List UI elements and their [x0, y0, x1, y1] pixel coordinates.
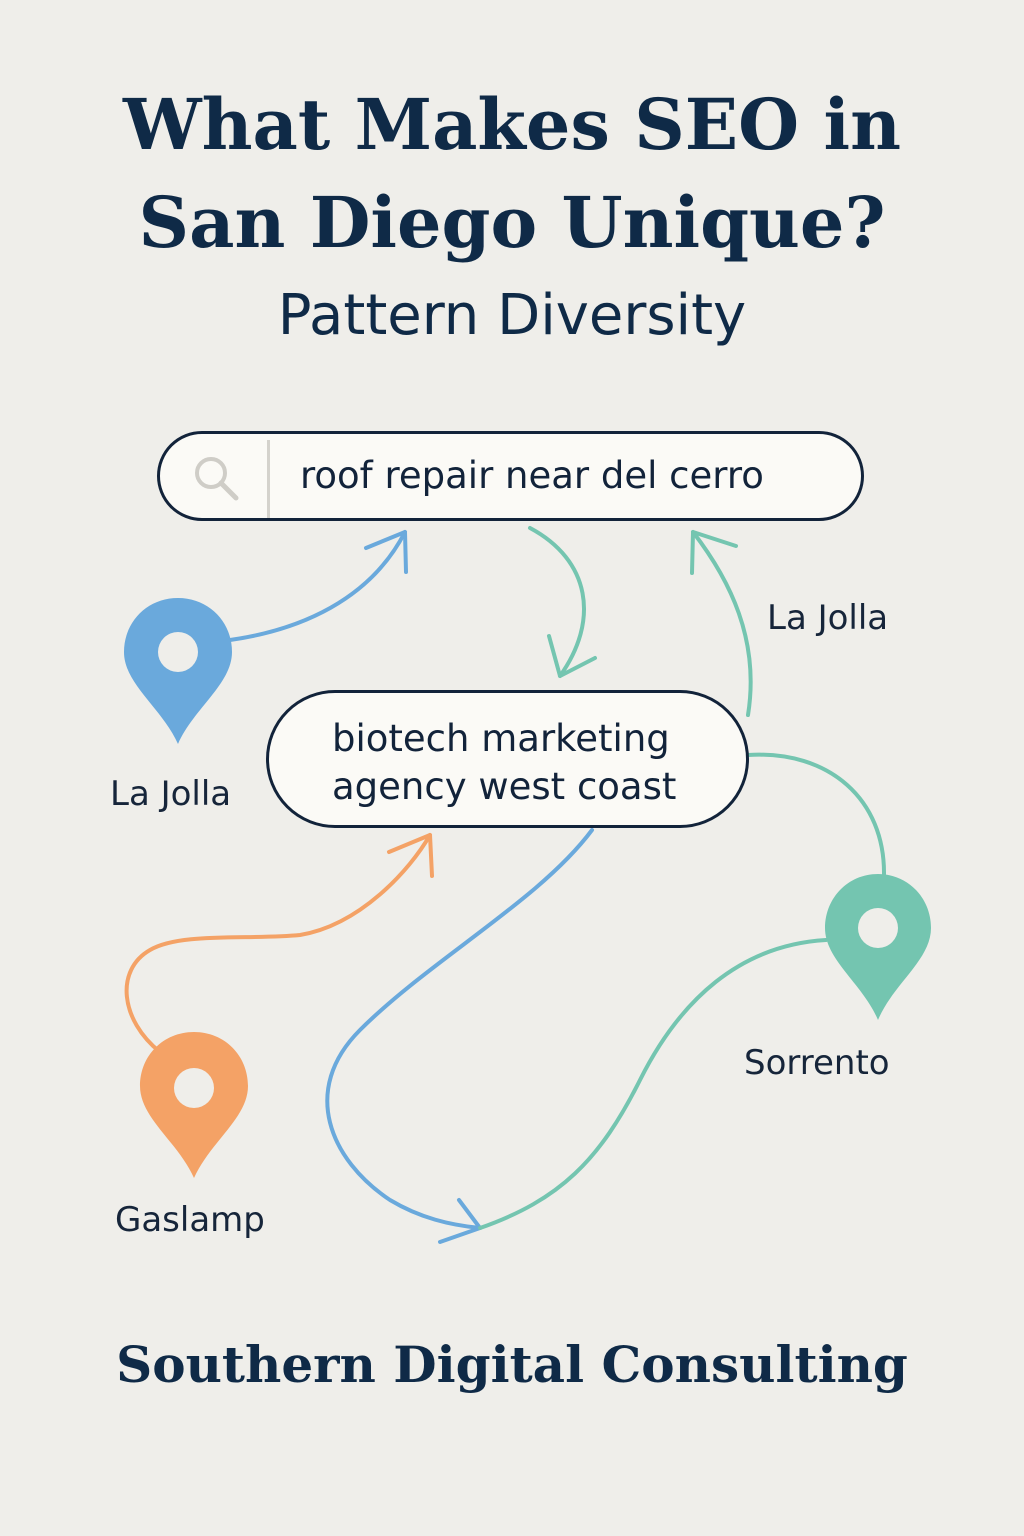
- query-bubble: biotech marketing agency west coast: [266, 690, 749, 828]
- la-jolla-pin-icon: [122, 596, 234, 746]
- page-title-line-2: San Diego Unique?: [138, 181, 886, 264]
- gaslamp-label: Gaslamp: [115, 1200, 265, 1240]
- arrow-la-jolla-to-search: [228, 530, 407, 642]
- search-query-text: roof repair near del cerro: [300, 454, 764, 497]
- query-bubble-line-1: biotech marketing: [332, 717, 670, 760]
- la-jolla-pin-label: La Jolla: [110, 774, 232, 814]
- arrowhead-query-to-search: [690, 530, 738, 575]
- query-bubble-line-2: agency west coast: [332, 765, 677, 808]
- arrow-gaslamp-to-query: [124, 833, 432, 1054]
- page-subtitle: Pattern Diversity: [277, 283, 747, 348]
- search-bar[interactable]: roof repair near del cerro: [157, 431, 864, 521]
- search-icon: [195, 457, 239, 501]
- arrow-query-to-search: [691, 530, 753, 717]
- search-divider: [267, 440, 270, 518]
- arrowhead-la-jolla-to-search: [364, 530, 408, 574]
- arrow-query-to-sorrento: [746, 752, 887, 877]
- page-title-line-1: What Makes SEO in: [123, 83, 901, 166]
- arrow-query-to-bottom: [325, 828, 594, 1230]
- arrow-sorrento-to-bottom: [478, 938, 828, 1230]
- arrowhead-search-to-query: [547, 634, 597, 678]
- gaslamp-pin-icon: [138, 1030, 250, 1180]
- arrowhead-gaslamp-to-query: [387, 833, 434, 878]
- brand-footer: Southern Digital Consulting: [116, 1335, 908, 1394]
- sorrento-pin-icon: [823, 872, 933, 1022]
- arrow-search-to-query: [528, 526, 586, 678]
- sorrento-label: Sorrento: [744, 1043, 890, 1083]
- la-jolla-arrow-label: La Jolla: [767, 598, 889, 638]
